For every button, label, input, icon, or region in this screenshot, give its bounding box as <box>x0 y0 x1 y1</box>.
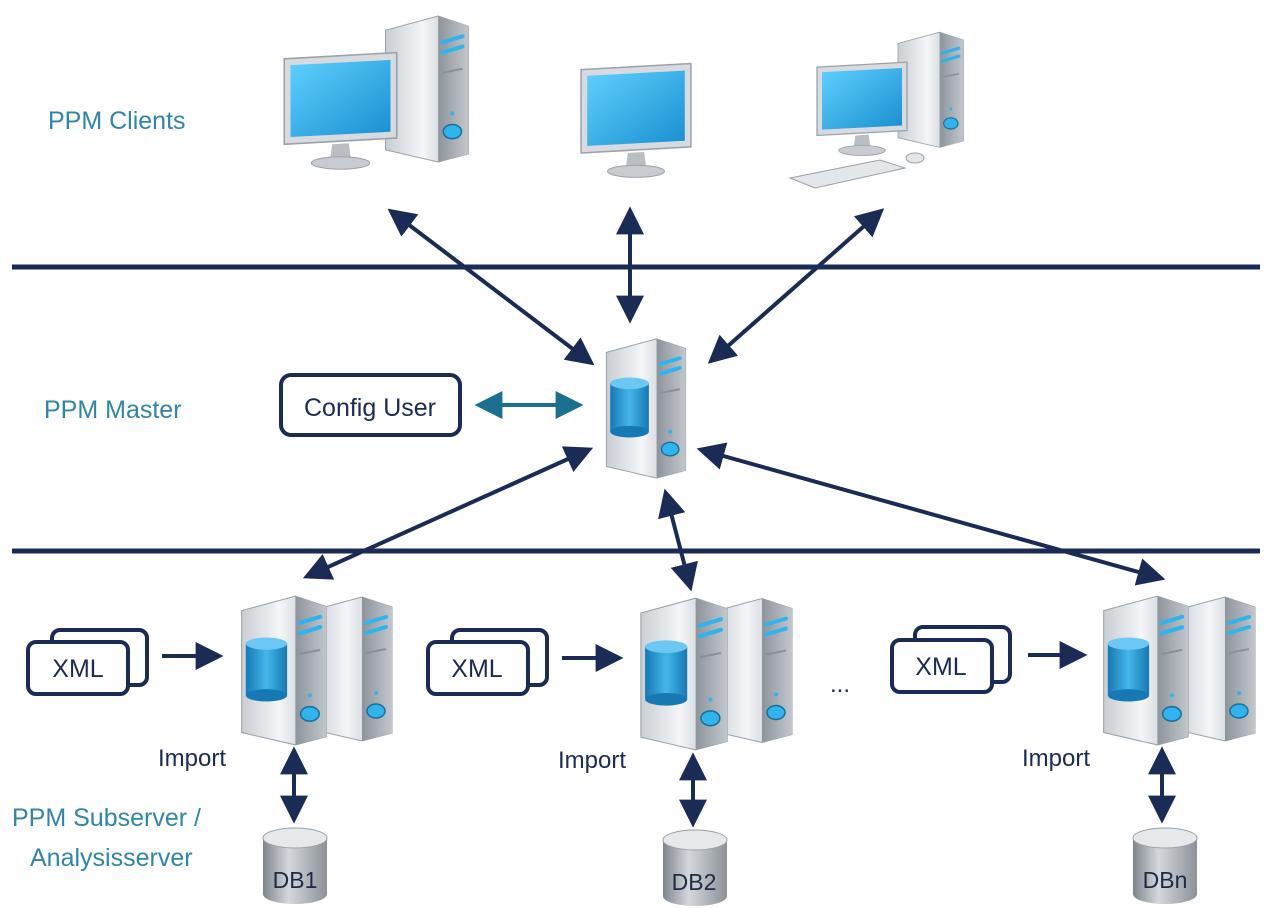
import-label-2: Import <box>558 747 626 774</box>
tier-label-clients: PPM Clients <box>48 107 186 135</box>
xml-stack-1: XML <box>26 628 149 696</box>
xml-label-3: XML <box>915 653 967 681</box>
tier-label-master: PPM Master <box>44 396 182 424</box>
arrow-client1-master <box>387 208 595 366</box>
subserver-1: XML Import DB1 <box>26 596 392 905</box>
subserver-3: XML Import DBn <box>890 596 1255 905</box>
arrow-master-sub1 <box>302 446 594 580</box>
db-label-1: DB1 <box>273 867 318 893</box>
arrow-client3-master <box>707 208 885 364</box>
config-user-label: Config User <box>304 394 436 422</box>
client-workstation-3 <box>788 30 966 189</box>
xml-stack-2: XML <box>426 628 549 696</box>
client-workstation-1 <box>283 16 468 171</box>
xml-label-1: XML <box>52 655 104 683</box>
ellipsis-separator: ... <box>830 671 850 698</box>
xml-label-2: XML <box>451 655 503 683</box>
config-user-box: Config User <box>279 373 462 437</box>
subserver-2: XML Import DB2 <box>426 598 792 907</box>
mouse-icon <box>905 152 925 164</box>
xml-stack-3: XML <box>890 625 1012 694</box>
arrow-master-sub3 <box>696 442 1166 586</box>
arrow-master-sub2 <box>658 488 698 592</box>
import-label-1: Import <box>158 745 226 772</box>
db-label-3: DBn <box>1143 867 1188 893</box>
import-label-3: Import <box>1022 745 1090 772</box>
master-server <box>606 339 685 478</box>
client-monitor-2 <box>580 62 692 179</box>
keyboard-icon <box>788 159 907 189</box>
db-label-2: DB2 <box>672 869 717 895</box>
tier-label-subserver-2: Analysisserver <box>30 844 193 872</box>
tier-label-subserver-1: PPM Subserver / <box>12 804 201 832</box>
